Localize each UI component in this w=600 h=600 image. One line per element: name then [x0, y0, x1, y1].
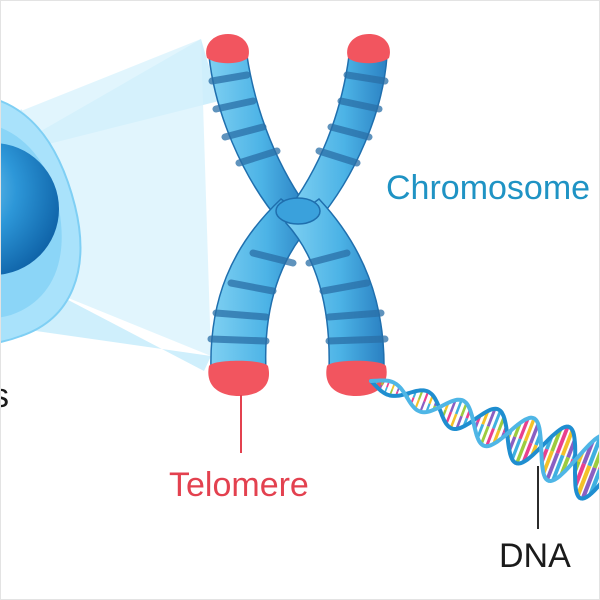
chromosome-band: [337, 97, 383, 113]
telomere-cap-bottom-right: [326, 360, 387, 396]
dna-base-pair: [518, 417, 530, 440]
telomere-label: Telomere: [169, 466, 309, 504]
dna-base-pair: [541, 450, 554, 474]
dna-strand-b: [369, 378, 599, 484]
chromosome-band: [221, 123, 267, 141]
dna-strand-a: [369, 379, 599, 501]
centromere: [275, 197, 321, 225]
chromosome: [206, 34, 390, 396]
dna-base-pair: [510, 438, 522, 460]
chromosome-band: [325, 335, 389, 345]
dna-base-pair: [560, 429, 575, 456]
cell-nucleus: [1, 143, 59, 275]
dna-base-pair: [492, 410, 502, 430]
dna-base-pair: [587, 435, 599, 467]
dna-base-pair: [485, 427, 495, 447]
chromosome-band: [227, 279, 277, 295]
dna-base-pair: [580, 466, 597, 500]
chromosome-band: [315, 147, 361, 167]
chromosome-band: [249, 249, 297, 267]
chromosome-bands: [207, 71, 389, 345]
dna-base-pair: [551, 454, 565, 482]
dna-base-pair: [521, 442, 533, 463]
dna-base-pair: [523, 417, 536, 442]
chromosome-band: [305, 249, 351, 267]
chromosome-band: [343, 71, 389, 85]
dna-base-pair: [449, 413, 458, 429]
chromosome-band: [319, 279, 371, 295]
dna-base-pair: [575, 464, 592, 497]
dna-base-pair: [455, 399, 463, 415]
dna-base-pair: [555, 425, 570, 454]
dna-base-pair: [545, 452, 560, 481]
dna-label: DNA: [499, 537, 571, 575]
cell-label: s: [1, 379, 9, 413]
telomere-cap-top-left: [206, 34, 249, 64]
cell: [1, 100, 82, 343]
chromosome-label: Chromosome: [386, 169, 591, 207]
chromosome-band: [212, 97, 257, 113]
dna-base-pair: [550, 428, 563, 452]
dna-base-pair: [592, 450, 599, 469]
dna-base-pair: [529, 423, 540, 444]
chromosome-band: [235, 147, 281, 167]
chromosome-band: [212, 309, 270, 321]
telomere-cap-top-right: [347, 34, 390, 64]
chromosome-band: [327, 123, 373, 141]
dna-base-pair: [515, 440, 528, 464]
chromosome-band: [207, 335, 270, 345]
dna-base-pair: [479, 425, 490, 445]
chromosome-band: [208, 71, 251, 85]
telomere-cap-bottom-left: [208, 360, 270, 396]
dna-base-pair: [486, 408, 497, 427]
dna-helix: [369, 378, 599, 501]
chromosome-band: [325, 309, 385, 321]
